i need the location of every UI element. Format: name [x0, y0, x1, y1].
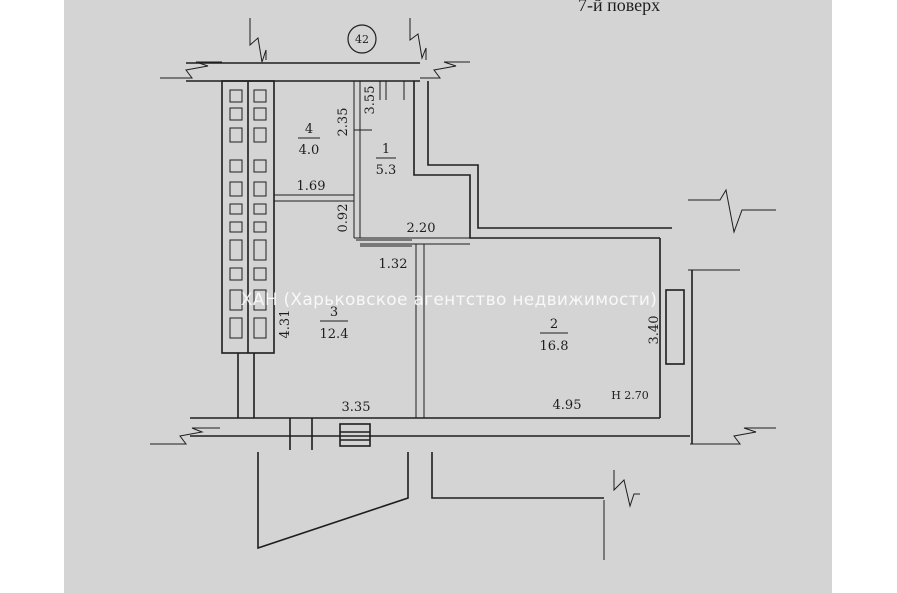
floor-label: 7-й поверх [578, 0, 660, 15]
dimension-2-20: 2.20 [407, 221, 436, 236]
dimension-0-92: 0.92 [336, 204, 351, 233]
dimension-lines [354, 129, 412, 247]
room-3-number: 3 [330, 305, 338, 320]
dimension-3-35: 3.35 [342, 400, 371, 415]
dimension-3-40: 3.40 [647, 316, 662, 345]
room-2-number: 2 [550, 317, 558, 332]
room-2-area: 16.8 [540, 339, 569, 354]
room-4-label: 4 4.0 [298, 122, 320, 158]
dimension-1-32: 1.32 [379, 257, 408, 272]
room-1-label: 1 5.3 [376, 142, 397, 178]
ventilation-shafts [229, 89, 267, 339]
axis-marker-label: 42 [355, 33, 369, 46]
floor-plan-sheet [64, 0, 832, 593]
agency-watermark: ХАН (Харьковское агентство недвижимости) [241, 290, 657, 310]
room-2-label: 2 16.8 [540, 317, 569, 354]
room-4-number: 4 [305, 122, 313, 137]
dimension-4-31: 4.31 [278, 310, 293, 339]
walls [186, 62, 693, 550]
partitions [274, 81, 470, 418]
dimension-3-55: 3.55 [363, 86, 378, 115]
dimension-2-35: 2.35 [336, 108, 351, 137]
room-3-area: 12.4 [320, 327, 349, 342]
room-4-area: 4.0 [299, 143, 320, 158]
room-1-number: 1 [382, 142, 390, 157]
ceiling-height: H 2.70 [611, 389, 649, 402]
dimension-1-69: 1.69 [297, 179, 326, 194]
room-3-label: 3 12.4 [320, 305, 349, 342]
break-lines [150, 18, 776, 560]
room-1-area: 5.3 [376, 163, 397, 178]
dimension-4-95: 4.95 [553, 398, 582, 413]
axis-marker: 42 [347, 24, 377, 54]
